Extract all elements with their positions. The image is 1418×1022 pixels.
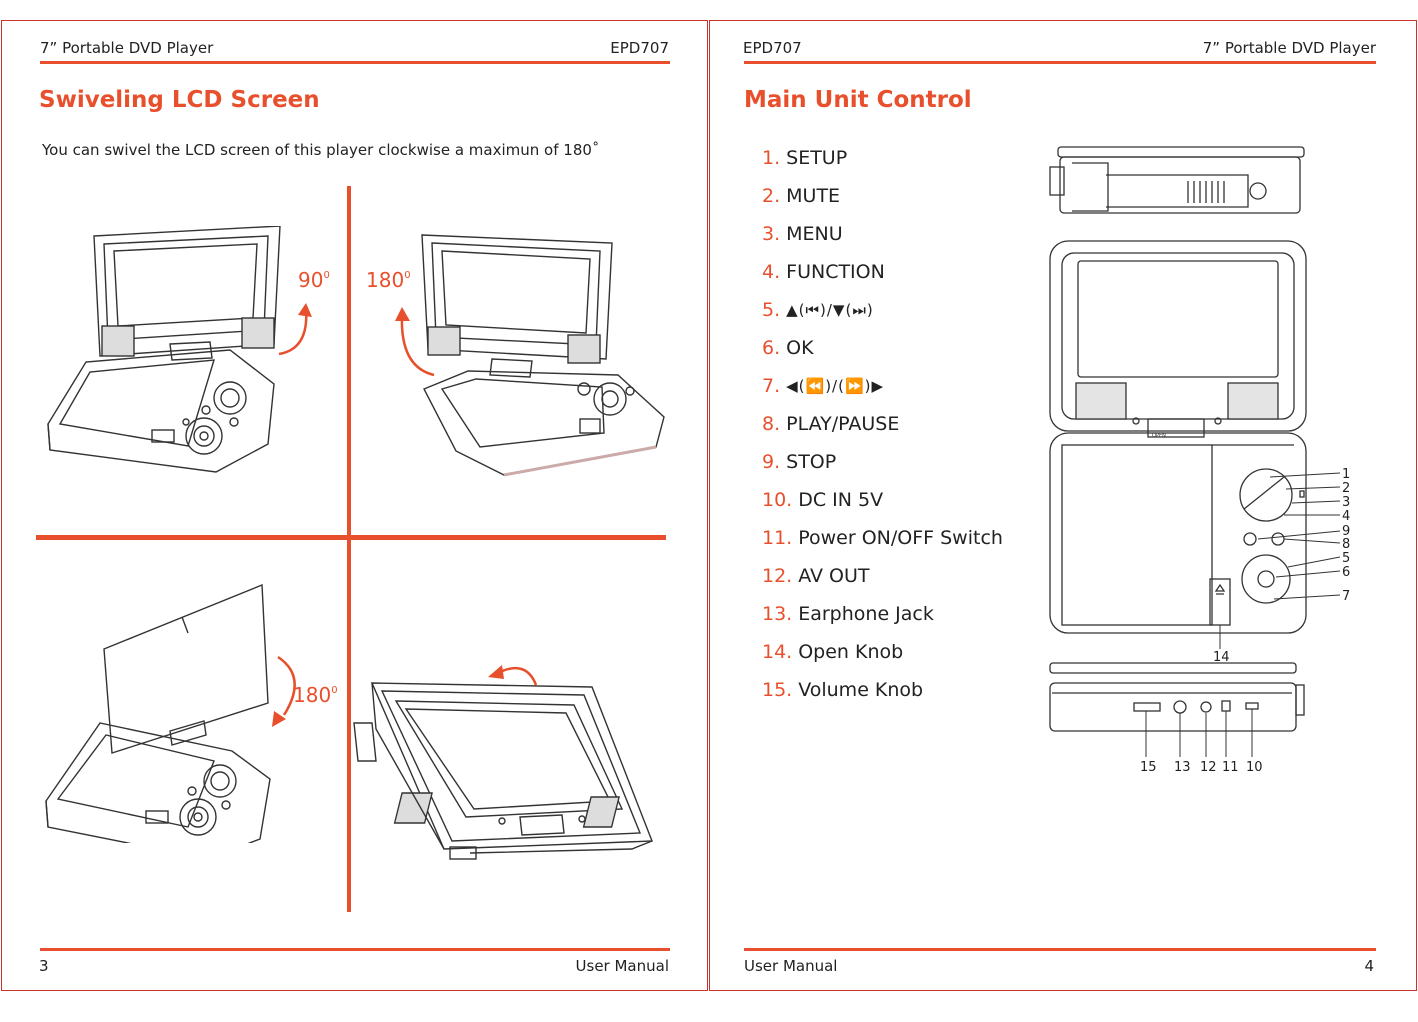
swivel-90-arrow	[278, 303, 312, 356]
right-header-model: EPD707	[743, 39, 802, 57]
front-open-view-diagram: OPEN 1 2 3	[1049, 240, 1350, 665]
callout-15: 15	[1140, 760, 1157, 773]
callout-9: 9	[1342, 524, 1350, 539]
control-item: 15.Volume Knob	[762, 679, 924, 701]
control-item: 10.DC IN 5V	[762, 489, 884, 511]
left-page: 7” Portable DVD Player EPD707 Swiveling …	[1, 20, 708, 991]
left-header-rule	[40, 61, 670, 64]
right-page-title: Main Unit Control	[744, 87, 972, 113]
angle-label-90: 900	[298, 268, 330, 292]
right-footer-page-number: 4	[1364, 957, 1374, 975]
callout-6: 6	[1342, 565, 1350, 580]
left-footer-rule	[40, 948, 670, 951]
control-item: 13.Earphone Jack	[762, 603, 934, 625]
callout-1: 1	[1342, 467, 1350, 482]
left-page-title: Swiveling LCD Screen	[39, 87, 320, 113]
fold-180-arrow	[272, 655, 296, 727]
swivel-180-illustration	[421, 234, 665, 477]
degree-mark: 0	[331, 685, 338, 696]
right-footer-label: User Manual	[744, 957, 838, 975]
right-page: EPD707 7” Portable DVD Player Main Unit …	[709, 20, 1417, 991]
callout-3: 3	[1342, 495, 1350, 510]
callout-14: 14	[1213, 650, 1230, 665]
right-header-product: 7” Portable DVD Player	[1202, 39, 1376, 57]
control-item: 3.MENU	[762, 223, 843, 245]
right-footer-rule	[744, 948, 1376, 951]
left-header-product: 7” Portable DVD Player	[40, 39, 214, 57]
callout-4: 4	[1342, 509, 1350, 524]
swivel-90-illustration	[47, 226, 281, 473]
top-side-view-diagram	[1049, 146, 1305, 214]
fold-180-illustration	[45, 583, 271, 843]
callout-10: 10	[1246, 760, 1263, 773]
callout-13: 13	[1174, 760, 1191, 773]
control-item: 4.FUNCTION	[762, 261, 885, 283]
quadrant-horizontal-divider	[36, 535, 666, 540]
control-item: 11.Power ON/OFF Switch	[762, 527, 1003, 549]
control-item: 6.OK	[762, 337, 814, 359]
control-list: 1.SETUP 2.MUTE 3.MENU 4.FUNCTION 5.▲(⏮)/…	[762, 139, 1003, 709]
degree-mark: 0	[404, 270, 411, 281]
angle-label-180-top: 1800	[366, 268, 411, 292]
control-item: 5.▲(⏮)/▼(⏭)	[762, 299, 874, 321]
control-item: 2.MUTE	[762, 185, 841, 207]
callout-5: 5	[1342, 551, 1350, 566]
swivel-180-arrow	[395, 307, 435, 377]
control-item: 14.Open Knob	[762, 641, 904, 663]
control-item: 1.SETUP	[762, 147, 848, 169]
control-item: 9.STOP	[762, 451, 837, 473]
svg-text:OPEN: OPEN	[1152, 433, 1166, 439]
left-header-model: EPD707	[610, 39, 669, 57]
callout-12: 12	[1200, 760, 1217, 773]
callout-11: 11	[1222, 760, 1239, 773]
tablet-mode-illustration	[353, 682, 654, 860]
control-item: 7.◀(⏪)/(⏩)▶	[762, 375, 885, 397]
callout-8: 8	[1342, 537, 1350, 552]
control-item: 8.PLAY/PAUSE	[762, 413, 900, 435]
left-footer-page-number: 3	[39, 957, 49, 975]
quadrant-vertical-divider	[347, 186, 351, 912]
callout-2: 2	[1342, 481, 1350, 496]
left-footer-label: User Manual	[575, 957, 669, 975]
left-intro-text: You can swivel the LCD screen of this pl…	[42, 141, 600, 159]
tablet-mode-arrow	[488, 665, 538, 686]
degree-mark: 0	[323, 270, 330, 281]
bottom-side-view-diagram: 15 13 12 11 10	[1049, 662, 1305, 773]
angle-label-180-bottom: 1800	[293, 683, 338, 707]
callout-7: 7	[1342, 589, 1350, 604]
right-header-rule	[744, 61, 1376, 64]
control-item: 12.AV OUT	[762, 565, 870, 587]
